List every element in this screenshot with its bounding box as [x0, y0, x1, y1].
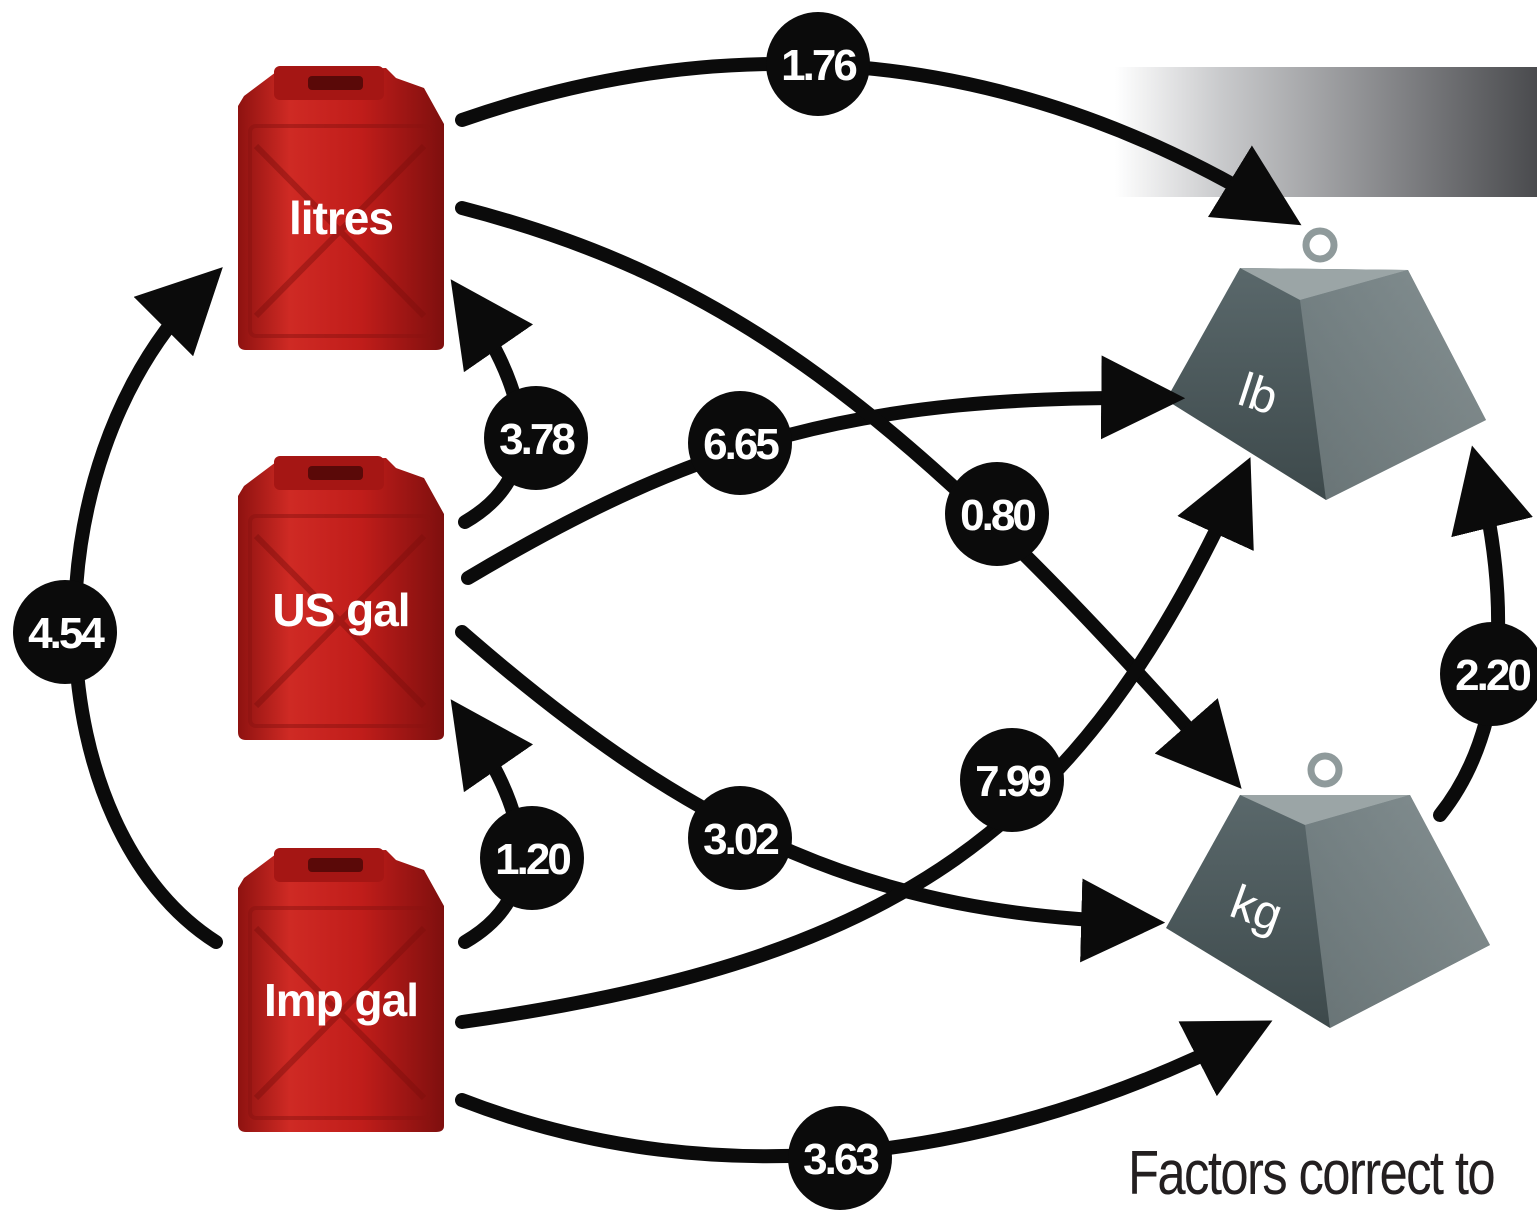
footnote: Factors correct to	[1128, 1139, 1496, 1208]
jerry-can-us-gal-icon: US gal	[238, 456, 444, 740]
badge-kg-to-lb: 2.20	[1440, 622, 1537, 726]
arrow-imp-gal-to-lb	[455, 457, 1254, 1029]
jerry-can-imp-gal-icon: Imp gal	[238, 848, 444, 1132]
badge-us-gal-to-lb: 6.65	[688, 391, 792, 495]
badge-imp-gal-to-kg: 3.63	[788, 1106, 892, 1210]
badge-imp-gal-to-lb: 7.99	[960, 728, 1064, 832]
svg-text:3.63: 3.63	[803, 1135, 878, 1184]
label-litres: litres	[289, 192, 393, 244]
badge-us-gal-to-kg: 3.02	[688, 786, 792, 890]
grey-gradient-banner	[1115, 67, 1537, 197]
badge-us-gal-to-litres: 3.78	[484, 386, 588, 490]
badge-litres-to-kg: 0.80	[945, 462, 1049, 566]
label-imp-gal: Imp gal	[264, 974, 418, 1026]
badge-litres-to-lb: 1.76	[766, 12, 870, 116]
svg-text:1.76: 1.76	[781, 41, 856, 90]
svg-text:2.20: 2.20	[1455, 651, 1530, 700]
svg-text:3.78: 3.78	[499, 415, 575, 464]
label-us-gal: US gal	[272, 584, 409, 636]
badge-imp-gal-to-us-gal: 1.20	[480, 806, 584, 910]
arrow-litres-to-kg	[455, 201, 1242, 789]
arrow-group	[67, 56, 1533, 1164]
svg-text:1.20: 1.20	[495, 835, 570, 884]
arrow-litres-to-lb	[455, 56, 1302, 226]
jerry-can-litres-icon: litres	[238, 66, 444, 350]
arrow-us-gal-to-kg	[455, 625, 1166, 963]
svg-text:6.65: 6.65	[703, 420, 779, 469]
weight-lb-icon: lb	[1166, 227, 1486, 500]
badge-imp-gal-to-litres: 4.54	[13, 580, 117, 684]
svg-text:4.54: 4.54	[28, 609, 105, 658]
weight-kg-icon: kg	[1166, 752, 1490, 1028]
svg-text:0.80: 0.80	[960, 491, 1035, 540]
svg-text:7.99: 7.99	[975, 757, 1050, 806]
svg-text:3.02: 3.02	[703, 815, 778, 864]
